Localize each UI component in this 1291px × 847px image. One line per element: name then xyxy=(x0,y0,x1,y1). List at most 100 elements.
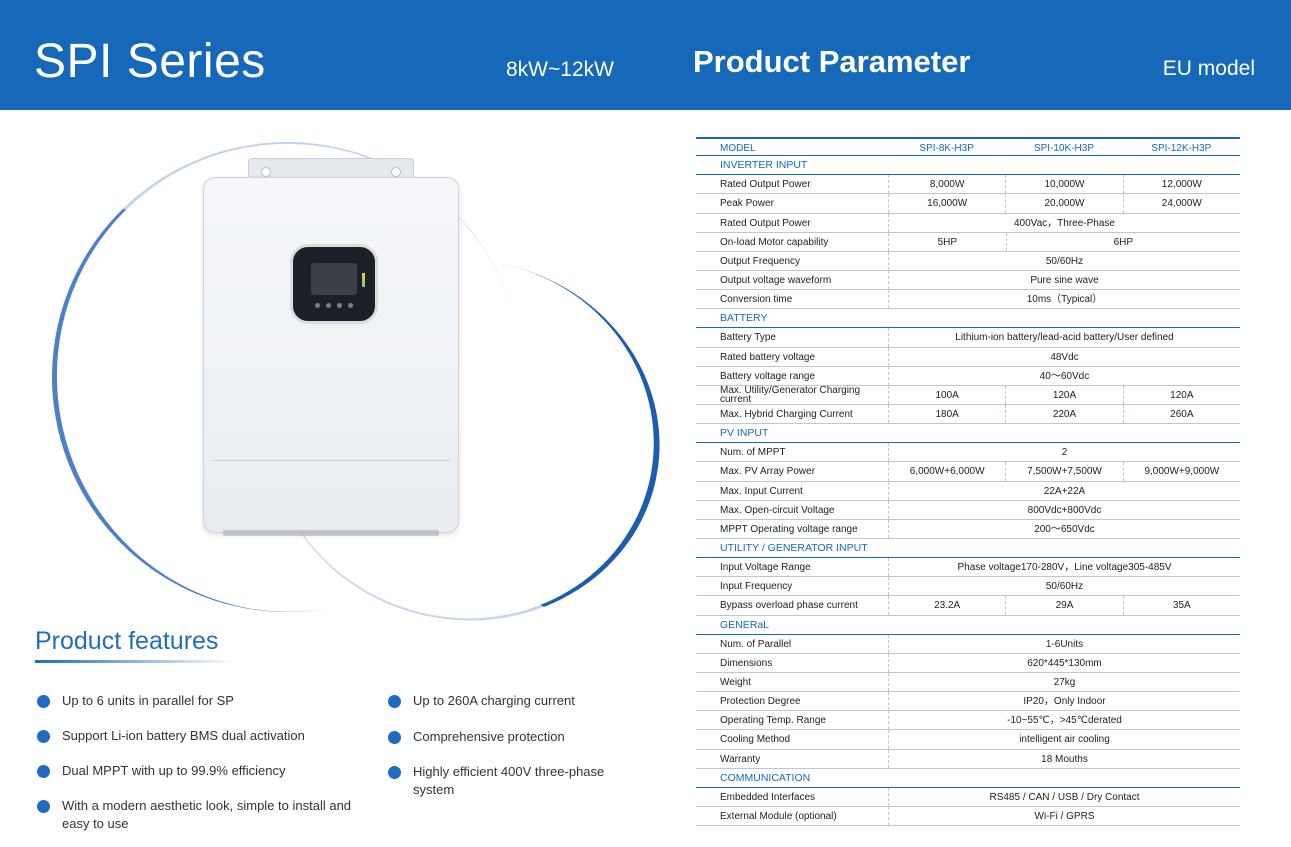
product-image xyxy=(14,104,689,652)
table-cell: -10~55℃，>45℃derated xyxy=(888,711,1240,730)
table-cell: 5HP xyxy=(888,232,1006,251)
bullet-icon xyxy=(388,766,401,779)
feature-item: Up to 6 units in parallel for SP xyxy=(37,692,357,710)
table-cell: 27kg xyxy=(888,672,1240,692)
table-row: Max. Utility/Generator Charging current 1… xyxy=(696,384,1240,406)
table-cell: 8,000W xyxy=(888,175,1005,194)
row-label: Conversion time xyxy=(720,294,793,306)
row-label: Battery Type xyxy=(720,332,776,344)
table-cell: intelligent air cooling xyxy=(888,730,1240,749)
table-cell: 6,000W+6,000W xyxy=(888,462,1005,481)
table-cell: 29A xyxy=(1005,596,1122,615)
table-row: External Module (optional) Wi-Fi / GPRS xyxy=(696,806,1240,827)
row-label: Max. Utility/Generator Charging current xyxy=(720,384,861,406)
table-cell: 48Vdc xyxy=(888,347,1240,366)
model-column-header: SPI-12K-H3P xyxy=(1151,143,1212,154)
table-cell: 50/60Hz xyxy=(888,577,1240,596)
bullet-icon xyxy=(37,765,50,778)
table-cell: 40～60Vdc xyxy=(888,366,1240,385)
table-cell: 22A+22A xyxy=(888,481,1240,500)
parameter-table: MODEL SPI-8K-H3P SPI-10K-H3P SPI-12K-H3P… xyxy=(696,137,1240,827)
lcd-screen xyxy=(311,263,357,295)
table-cell: 620*445*130mm xyxy=(888,653,1240,672)
table-cell: 20,000W xyxy=(1005,194,1122,213)
housing-seam xyxy=(212,460,450,461)
table-row: Output voltage waveform Pure sine wave xyxy=(696,270,1240,291)
table-row: Max. Input Current 22A+22A xyxy=(696,481,1240,501)
table-row: Operating Temp. Range -10~55℃，>45℃derated xyxy=(696,711,1240,731)
table-row: Input Frequency 50/60Hz xyxy=(696,577,1240,597)
feature-item: Highly efficient 400V three-phase system xyxy=(388,763,638,799)
table-cell: 7,500W+7,500W xyxy=(1005,462,1122,481)
table-section-row: BATTERY xyxy=(696,309,1240,329)
table-cell: 220A xyxy=(1005,404,1122,424)
table-row: Output Frequency 50/60Hz xyxy=(696,251,1240,271)
bullet-icon xyxy=(388,731,401,744)
model-column-header: SPI-10K-H3P xyxy=(1033,143,1094,154)
table-cell: 16,000W xyxy=(888,194,1005,213)
row-label: Max. PV Array Power xyxy=(720,466,816,478)
table-cell: 120A xyxy=(1122,385,1240,404)
row-label: Operating Temp. Range xyxy=(720,715,826,727)
series-title: SPI Series xyxy=(34,35,266,88)
row-label: Battery voltage range xyxy=(720,370,816,382)
feature-item: Comprehensive protection xyxy=(388,728,638,746)
table-cell: 12,000W xyxy=(1122,175,1240,194)
table-cell: 200～650Vdc xyxy=(888,519,1240,538)
table-cell: Pure sine wave xyxy=(888,270,1240,290)
table-cell: 6HP xyxy=(1005,232,1240,251)
table-cell: 50/60Hz xyxy=(888,251,1240,270)
power-range: 8kW~12kW xyxy=(506,58,614,81)
row-label: Max. Hybrid Charging Current xyxy=(720,408,853,420)
table-cell: 1-6Units xyxy=(888,634,1240,653)
row-label: Input Voltage Range xyxy=(720,562,811,574)
row-label: External Module (optional) xyxy=(720,810,837,822)
row-label: Max. Input Current xyxy=(720,485,803,497)
row-label: Num. of MPPT xyxy=(720,447,786,459)
control-panel xyxy=(290,244,378,324)
model-region: EU model xyxy=(1162,57,1255,80)
table-section-row: GENERaL xyxy=(696,616,1240,635)
feature-item: With a modern aesthetic look, simple to … xyxy=(37,797,357,833)
section-heading: GENERaL xyxy=(720,618,770,631)
table-cell: 2 xyxy=(888,443,1240,462)
table-cell: 23.2A xyxy=(888,596,1005,615)
table-row: Battery Type Lithium-ion battery/lead-aci… xyxy=(696,328,1240,348)
row-label: Bypass overload phase current xyxy=(720,600,858,612)
table-cell: RS485 / CAN / USB / Dry Contact xyxy=(888,787,1240,806)
table-cell: Wi-Fi / GPRS xyxy=(888,806,1240,826)
row-label: Cooling Method xyxy=(720,734,791,746)
row-label: Warranty xyxy=(720,753,761,765)
bottom-ports xyxy=(223,530,439,536)
bullet-icon xyxy=(37,800,50,813)
row-label: Input Frequency xyxy=(720,581,793,593)
panel-buttons xyxy=(315,303,353,308)
table-section-row: PV INPUT xyxy=(696,424,1240,444)
table-cell: Lithium-ion battery/lead-acid battery/Us… xyxy=(888,328,1240,347)
row-label: Weight xyxy=(720,676,751,688)
bullet-icon xyxy=(37,730,50,743)
row-label: Output voltage waveform xyxy=(720,274,832,286)
table-header-label: MODEL xyxy=(720,143,756,154)
row-label: Output Frequency xyxy=(720,255,801,267)
table-cell: 9,000W+9,000W xyxy=(1122,462,1240,481)
feature-item: Support Li-ion battery BMS dual activati… xyxy=(37,727,357,745)
bracket-hole xyxy=(391,167,401,177)
section-heading: BATTERY xyxy=(720,312,768,325)
section-heading: PV INPUT xyxy=(720,427,769,440)
table-cell: 260A xyxy=(1122,404,1240,424)
row-label: Rated Output Power xyxy=(720,217,811,229)
row-label: Rated battery voltage xyxy=(720,351,816,363)
